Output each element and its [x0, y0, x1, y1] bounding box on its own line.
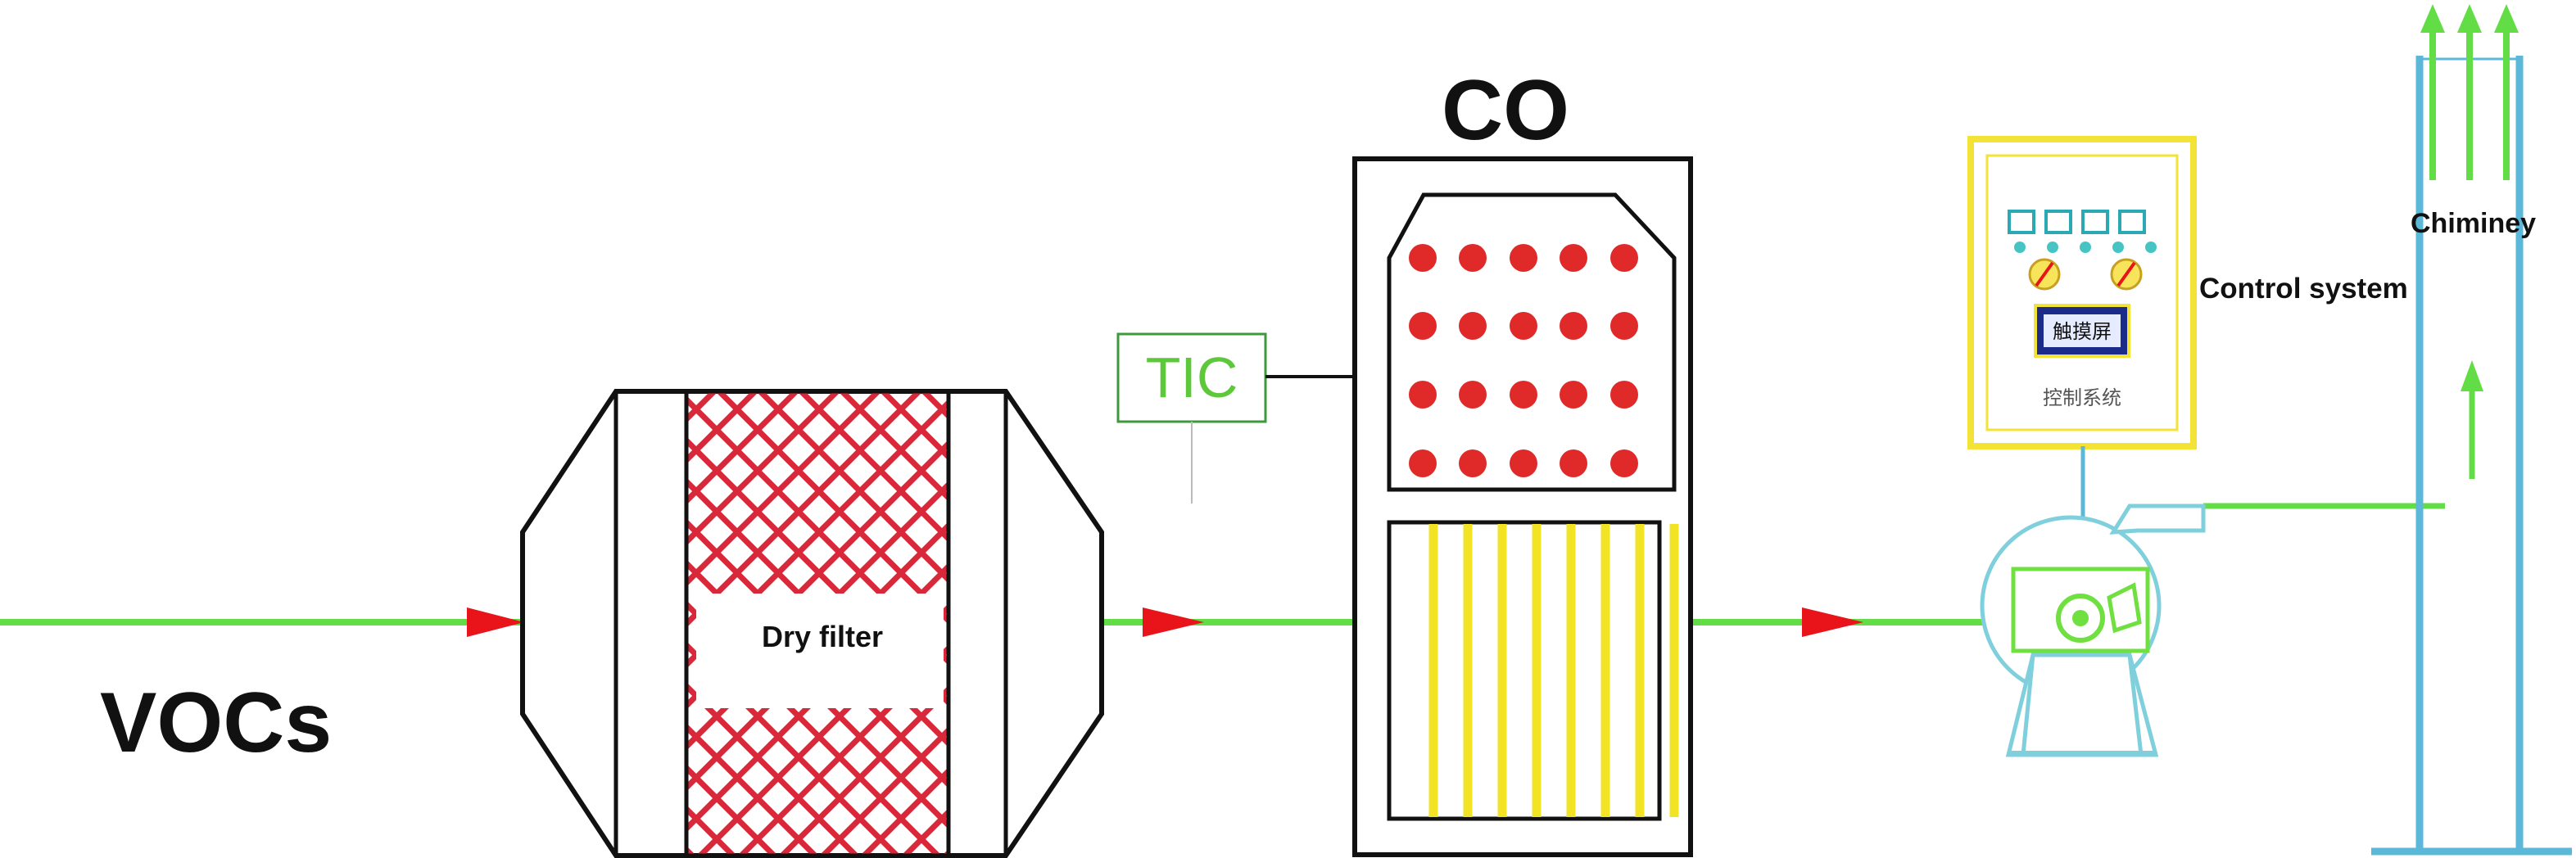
- ceramic-dots: [1409, 244, 1638, 477]
- led-icon: [2145, 242, 2157, 253]
- tic-label: TIC: [1146, 345, 1238, 409]
- co-unit: CO: [1352, 63, 1693, 857]
- ceramic-dot: [1560, 244, 1587, 272]
- touch-screen-label: 触摸屏: [2053, 320, 2112, 343]
- exhaust-arrow-icon: [2420, 4, 2445, 180]
- chimney: [2371, 4, 2572, 856]
- ceramic-dot: [1510, 449, 1537, 477]
- ceramic-dot: [1459, 381, 1487, 409]
- ceramic-dot: [1459, 244, 1487, 272]
- fan-motor-frame: [2011, 567, 2150, 653]
- heater-rods: [1428, 524, 1679, 817]
- ceramic-dot: [1510, 381, 1537, 409]
- exhaust-arrow-icon: [2457, 4, 2482, 180]
- ceramic-dot: [1459, 312, 1487, 340]
- control-cabinet: [1967, 136, 2197, 449]
- filter-label-box: [696, 594, 944, 708]
- ceramic-dot: [1560, 312, 1587, 340]
- control-cn-label: 控制系统: [2043, 386, 2121, 409]
- dry-filter-unit: Dry filter: [520, 389, 1104, 858]
- ceramic-dot: [1560, 449, 1587, 477]
- tic-box: [1116, 332, 1267, 423]
- dry-filter-label: Dry filter: [762, 620, 883, 653]
- ceramic-dot: [1610, 244, 1638, 272]
- indicator-icon: [2118, 210, 2146, 234]
- ceramic-dot: [1510, 244, 1537, 272]
- indicator-icon: [2044, 210, 2072, 234]
- knob-icon: [2110, 258, 2143, 291]
- exhaust-arrow-icon: [2494, 4, 2519, 180]
- control-panel: 触摸屏 控制系统: [1967, 136, 2197, 517]
- ceramic-dot: [1409, 381, 1437, 409]
- led-row: [2014, 242, 2157, 253]
- chiminey-label: Chiminey: [2411, 208, 2536, 239]
- flow-arrow-icon: [1802, 607, 1863, 637]
- exhaust-arrow-icon: [2461, 360, 2483, 479]
- indicator-icon: [2008, 210, 2035, 234]
- ceramic-chamber: [1387, 192, 1677, 492]
- vocs-label: VOCs: [100, 675, 332, 770]
- flow-arrow-icon: [1143, 607, 1204, 637]
- ceramic-dot: [1409, 244, 1437, 272]
- ceramic-dot: [1610, 381, 1638, 409]
- ceramic-dot: [1409, 312, 1437, 340]
- fan-unit: [1980, 504, 2206, 757]
- indicator-icon: [2081, 210, 2109, 234]
- flow-arrow-icon: [467, 607, 524, 637]
- tic-instrument: TIC: [1116, 332, 1355, 504]
- led-icon: [2047, 242, 2058, 253]
- flow-arrows: [467, 607, 1863, 637]
- led-icon: [2112, 242, 2124, 253]
- indicator-row: [2008, 210, 2146, 234]
- ceramic-dot: [1560, 381, 1587, 409]
- led-icon: [2080, 242, 2091, 253]
- ceramic-dot: [1459, 449, 1487, 477]
- ceramic-dot: [1610, 312, 1638, 340]
- knob-icon: [2028, 258, 2061, 291]
- ceramic-dot: [1409, 449, 1437, 477]
- ceramic-dot: [1610, 449, 1638, 477]
- led-icon: [2014, 242, 2026, 253]
- ceramic-dot: [1510, 312, 1537, 340]
- co-label: CO: [1442, 63, 1569, 158]
- control-system-label: Control system: [2199, 273, 2408, 305]
